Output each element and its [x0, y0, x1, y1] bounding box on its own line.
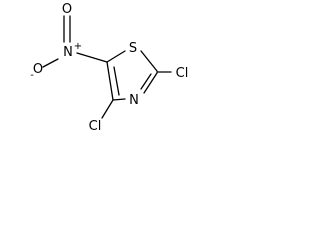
bond-s1-c2: [140, 50, 158, 72]
molecule-drawing: S N Cl Cl N + O O -: [30, 2, 189, 134]
bond-c2-n3-double: [140, 73, 152, 90]
bond-c5-nitro-n: [76, 52, 108, 63]
atom-nitro-nitrogen: N: [63, 45, 73, 60]
bond-c5-s1: [106, 50, 126, 63]
atom-chlorine-top: Cl: [176, 66, 189, 81]
bond-c2-n3: [143, 72, 158, 94]
bond-n3-c4: [112, 98, 126, 101]
bond-c4-cl: [101, 99, 114, 119]
structure-diagram: S N Cl Cl N + O O -: [0, 0, 196, 144]
nitro-nitrogen-charge: +: [74, 41, 82, 52]
atom-nitro-oxygen-top: O: [62, 2, 72, 17]
nitro-oxygen-left-charge: -: [30, 70, 34, 81]
bond-nitro-n-o-left: [42, 58, 59, 68]
atom-nitro-oxygen-left: O: [33, 62, 43, 77]
atom-chlorine-bottom: Cl: [89, 119, 102, 134]
atom-sulfur: S: [129, 41, 137, 56]
bond-c4-c5-double: [113, 66, 120, 96]
atom-nitrogen-ring: N: [129, 93, 139, 108]
bond-c4-c5: [106, 61, 114, 101]
